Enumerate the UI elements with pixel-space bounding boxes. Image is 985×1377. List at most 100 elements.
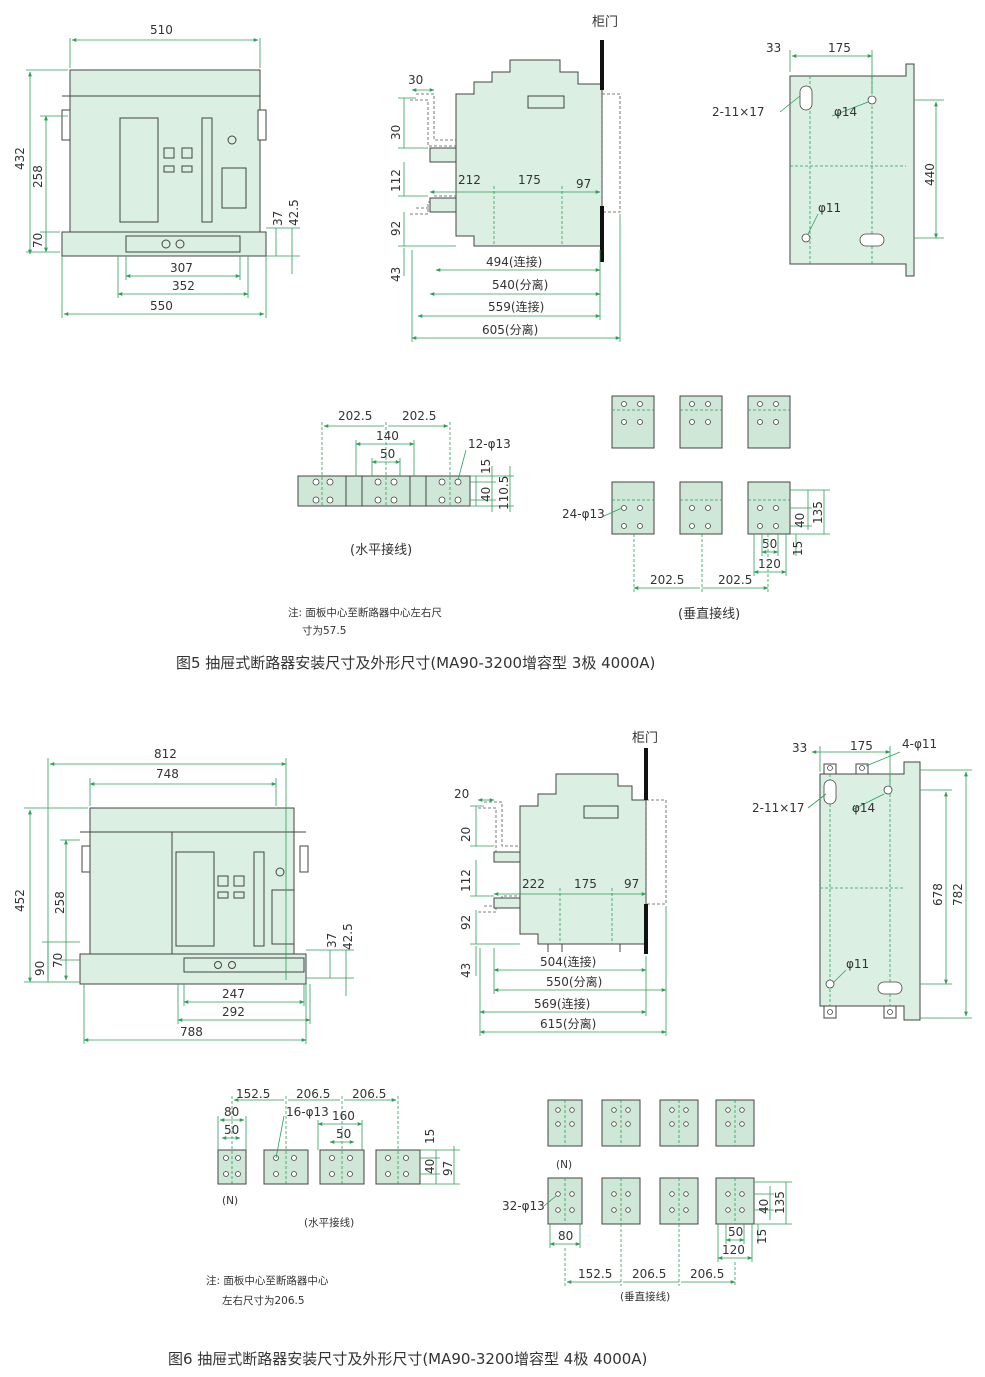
dim-258: 258	[31, 165, 45, 188]
dim-110-5: 110.5	[497, 476, 511, 510]
dim-352: 352	[172, 279, 195, 293]
dim-615: 615(分离)	[540, 1016, 596, 1031]
dim-50b: 50	[336, 1127, 351, 1141]
dim-440: 440	[923, 163, 937, 186]
dim-292: 292	[222, 1005, 245, 1019]
dim-202-5a: 202.5	[650, 573, 684, 587]
holes-label: 12-φ13	[468, 437, 511, 451]
dim-510: 510	[150, 23, 173, 37]
dim-152-5: 152.5	[236, 1087, 270, 1101]
door-label: 柜门	[632, 731, 658, 746]
fig5-front-view: 510 432 258 70 37 42.5 307 352 550	[13, 23, 301, 318]
dim-812: 812	[154, 747, 177, 761]
holes-label: 16-φ13	[286, 1105, 329, 1119]
dim-202-5b: 202.5	[718, 573, 752, 587]
dim-30a: 30	[408, 73, 423, 87]
dim-206-5b: 206.5	[690, 1267, 724, 1281]
fig5-caption: 图5 抽屉式断路器安装尺寸及外形尺寸(MA90-3200增容型 3极 4000A…	[176, 654, 655, 672]
phi14-label: φ14	[852, 801, 875, 815]
dim-97: 97	[624, 877, 639, 891]
dim-50: 50	[728, 1225, 743, 1239]
dim-175: 175	[574, 877, 597, 891]
dim-15: 15	[755, 1229, 769, 1244]
dim-550: 550(分离)	[546, 974, 602, 989]
dim-42-5: 42.5	[341, 923, 355, 950]
door-label: 柜门	[592, 15, 618, 30]
dim-206-5a: 206.5	[632, 1267, 666, 1281]
dim-212: 212	[458, 173, 481, 187]
dim-90: 90	[33, 961, 47, 976]
fig6-front-view: 812 748 452 258 90 70 37 42.5 247 292 78…	[13, 747, 355, 1044]
dim-50: 50	[380, 447, 395, 461]
dim-97: 97	[576, 177, 591, 191]
holes-label: 32-φ13	[502, 1199, 545, 1213]
dim-432: 432	[13, 147, 27, 170]
dim-40: 40	[479, 487, 493, 502]
hbus-label: (水平接线)	[350, 542, 412, 558]
dim-37: 37	[325, 933, 339, 948]
dim-782: 782	[951, 883, 965, 906]
dim-452: 452	[13, 889, 27, 912]
phi11-label: φ11	[846, 957, 869, 971]
fig5-side-view: 柜门 30 30 112 92 43 212 175 97 494(连接) 54…	[389, 15, 621, 342]
dim-112: 112	[389, 169, 403, 192]
phi11-label: φ11	[818, 201, 841, 215]
fig6-caption: 图6 抽屉式断路器安装尺寸及外形尺寸(MA90-3200增容型 4极 4000A…	[168, 1350, 647, 1368]
dim-160: 160	[332, 1109, 355, 1123]
dim-15: 15	[423, 1129, 437, 1144]
dim-43: 43	[459, 963, 473, 978]
holes4-label: 4-φ11	[902, 737, 937, 751]
dim-135: 135	[773, 1191, 787, 1214]
fig6-note-line2: 左右尺寸为206.5	[222, 1294, 305, 1307]
dim-175: 175	[518, 173, 541, 187]
fig6-note-line1: 注: 面板中心至断路器中心	[206, 1274, 329, 1287]
fig6-vertical-bus: (N) 32-φ13 135 40 15 80 50 120 152.5 206…	[502, 1099, 792, 1303]
dim-540: 540(分离)	[492, 277, 548, 292]
dim-92: 92	[389, 221, 403, 236]
dim-120: 120	[758, 557, 781, 571]
dim-120: 120	[722, 1243, 745, 1257]
dim-50a: 50	[224, 1123, 239, 1137]
fig5-note-line1: 注: 面板中心至断路器中心左右尺	[288, 606, 442, 619]
dim-43: 43	[389, 267, 403, 282]
slot-label: 2-11×17	[752, 801, 805, 815]
dim-678: 678	[931, 883, 945, 906]
dim-37: 37	[271, 211, 285, 226]
dim-605: 605(分离)	[482, 322, 538, 337]
dim-175: 175	[850, 739, 873, 753]
dim-222: 222	[522, 877, 545, 891]
dim-175: 175	[828, 41, 851, 55]
dim-152-5: 152.5	[578, 1267, 612, 1281]
dim-20a: 20	[454, 787, 469, 801]
dim-504: 504(连接)	[540, 954, 596, 969]
dim-70: 70	[31, 233, 45, 248]
dim-247: 247	[222, 987, 245, 1001]
dim-92: 92	[459, 915, 473, 930]
fig6-side-view: 柜门 20 20 112 92 43 222 175 97 504(连接) 55…	[454, 731, 667, 1036]
vbus-label: (垂直接线)	[678, 606, 740, 622]
dim-97: 97	[441, 1161, 455, 1176]
dim-202-5a: 202.5	[338, 409, 372, 423]
neutral-label: (N)	[556, 1159, 572, 1171]
dim-70: 70	[51, 953, 65, 968]
dim-494: 494(连接)	[486, 254, 542, 269]
dim-550: 550	[150, 299, 173, 313]
dim-206-5a: 206.5	[296, 1087, 330, 1101]
dim-33: 33	[766, 41, 781, 55]
fig5-mounting-view: 33 175 2-11×17 φ14 440 φ11	[712, 41, 944, 277]
neutral-label: (N)	[222, 1195, 238, 1207]
dim-112: 112	[459, 869, 473, 892]
fig5-horizontal-bus: 202.5 202.5 140 50 12-φ13 15 40 110.5 (水…	[297, 409, 514, 558]
dim-748: 748	[156, 767, 179, 781]
dim-33: 33	[792, 741, 807, 755]
phi14-label: φ14	[834, 105, 857, 119]
dim-50: 50	[762, 537, 777, 551]
fig5-note-line2: 寸为57.5	[302, 624, 346, 637]
dim-788: 788	[180, 1025, 203, 1039]
dim-40: 40	[423, 1159, 437, 1174]
dim-20b: 20	[459, 827, 473, 842]
slot-label: 2-11×17	[712, 105, 765, 119]
dim-206-5b: 206.5	[352, 1087, 386, 1101]
dim-15: 15	[791, 541, 805, 556]
